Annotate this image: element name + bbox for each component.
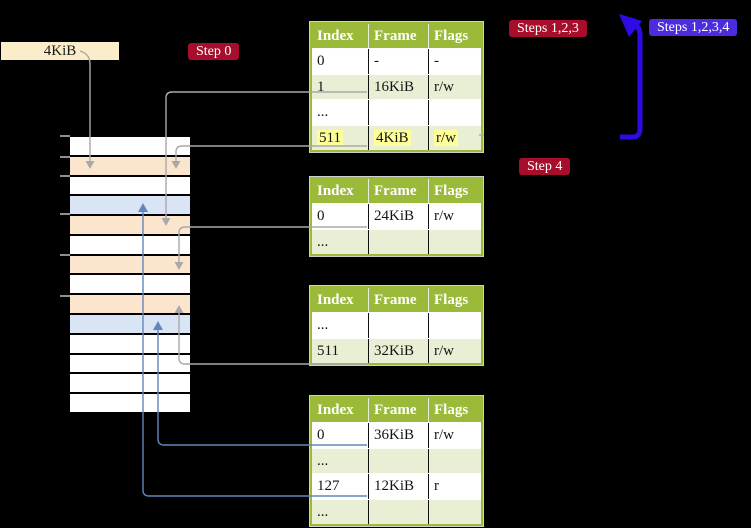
address-tick: [60, 175, 70, 177]
table-cell: [368, 229, 428, 255]
steps-loop-arrow: [620, 20, 643, 140]
memory-frame-row-6: [70, 255, 190, 274]
table-cell: [368, 448, 428, 474]
address-tick: [60, 135, 70, 137]
address-tick: [60, 213, 70, 215]
table-row: 511 4KiB r/w: [312, 124, 481, 150]
badge-step-4: Step 4: [519, 158, 571, 175]
memory-frame-row-7: [70, 275, 190, 294]
table-row: ...: [312, 447, 481, 474]
highlighted-value: 4KiB: [374, 129, 411, 146]
table-header-frame: Frame: [368, 179, 428, 204]
table-cell: r/w: [428, 74, 481, 100]
table-cell: [428, 313, 481, 338]
table-cell: 12KiB: [368, 474, 428, 499]
table-header-flags: Flags: [428, 398, 481, 423]
table-cell: [428, 100, 481, 125]
memory-frame-row-12: [70, 374, 190, 393]
badge-step-0: Step 0: [188, 43, 240, 60]
memory-frame-row-13: [70, 394, 190, 412]
table-cell: [368, 313, 428, 338]
memory-frame-row-5: [70, 235, 190, 254]
highlighted-value: 511: [317, 129, 343, 146]
table-cell: r/w: [428, 204, 481, 229]
table-row: ...: [312, 99, 481, 125]
memory-frame-row-2: [70, 176, 190, 195]
table-cell: [428, 499, 481, 524]
memory-frame-row-4: [70, 216, 190, 234]
table-cell: [428, 448, 481, 474]
table-header-flags: Flags: [428, 24, 481, 49]
table-cell: 4KiB: [368, 125, 428, 150]
highlighted-value: r/w: [434, 129, 458, 146]
table-cell: 24KiB: [368, 204, 428, 229]
table-cell: 16KiB: [368, 74, 428, 100]
table-cell: 1: [317, 78, 325, 95]
table-cell: [368, 499, 428, 524]
table-cell: 0: [317, 427, 325, 444]
table-cell: [428, 229, 481, 255]
steps-loop-arrowhead: [619, 14, 642, 37]
memory-frame-row-1: [70, 156, 190, 175]
address-tick: [60, 156, 70, 158]
table-row: ...: [312, 498, 481, 524]
table-cell: 127: [317, 478, 340, 495]
memory-frame-row-8: [70, 295, 190, 314]
table-header-frame: Frame: [368, 288, 428, 313]
memory-frame-row-10: [70, 334, 190, 353]
address-tick: [60, 254, 70, 256]
table-cell: ...: [317, 503, 329, 520]
table-row: ...: [312, 228, 481, 255]
table-header-flags: Flags: [428, 179, 481, 204]
table-cell: 0: [317, 208, 325, 225]
badge-steps-1-2-3: Steps 1,2,3: [509, 20, 587, 37]
table-cell: ...: [317, 317, 329, 334]
table-cell: -: [368, 49, 428, 74]
memory-frame-row-0: [70, 137, 190, 155]
table-cell: r/w: [428, 338, 481, 364]
table-header-index: Index: [317, 402, 354, 418]
table-cell: ...: [317, 452, 329, 469]
table-cell: 32KiB: [368, 338, 428, 364]
table-cell: 0: [317, 53, 325, 70]
table-header-flags: Flags: [428, 288, 481, 313]
table-cell: r/w: [428, 125, 481, 150]
table-row: 0 --: [312, 48, 481, 74]
table-cell: ...: [317, 233, 329, 250]
table-header-frame: Frame: [368, 24, 428, 49]
table-row: ...: [312, 312, 481, 338]
frame-size-label: 4KiB: [1, 42, 119, 60]
memory-frame-row-3: [70, 196, 190, 215]
table-header-index: Index: [317, 183, 354, 199]
memory-frame-row-11: [70, 354, 190, 373]
memory-frame-row-9: [70, 315, 190, 333]
table-cell: r: [428, 474, 481, 499]
table-cell: 511: [312, 126, 368, 150]
table-cell: ...: [317, 104, 329, 121]
table-cell: 511: [317, 342, 339, 359]
address-tick: [60, 295, 70, 297]
table-cell: r/w: [428, 423, 481, 448]
table-header-index: Index: [317, 28, 354, 44]
table-cell: 36KiB: [368, 423, 428, 448]
table-cell: -: [428, 49, 481, 74]
table-header-frame: Frame: [368, 398, 428, 423]
physical-memory-column: [70, 137, 190, 412]
table-cell: [368, 100, 428, 125]
badge-steps-1-2-3-4: Steps 1,2,3,4: [649, 19, 738, 36]
table-header-index: Index: [317, 292, 354, 308]
